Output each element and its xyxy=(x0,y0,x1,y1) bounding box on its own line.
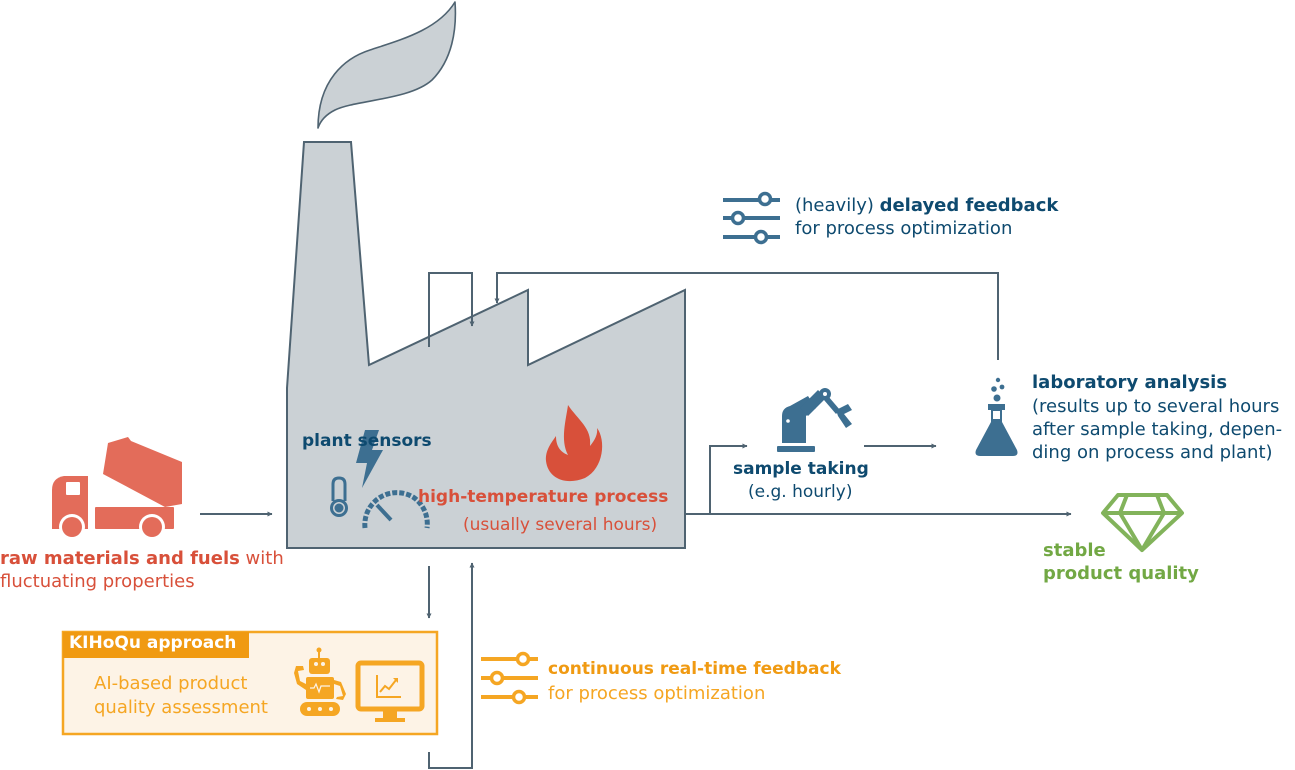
thermometer-icon xyxy=(330,476,348,517)
flame-icon xyxy=(545,405,603,482)
laboratory-title: laboratory analysis xyxy=(1032,372,1228,393)
sample-taking-subtitle: (e.g. hourly) xyxy=(748,482,853,502)
lightning-icon xyxy=(356,430,383,488)
dump-truck-icon xyxy=(52,437,182,540)
kihoqu-header: KIHoQu approach xyxy=(69,633,237,653)
sample-taking-title: sample taking xyxy=(733,459,869,479)
raw-materials-bold: raw materials and fuels xyxy=(0,548,240,569)
process-title: high-temperature process xyxy=(418,487,669,507)
raw-materials-rest: with xyxy=(239,548,284,569)
gauge-icon xyxy=(362,490,430,529)
realtime-feedback-line xyxy=(428,562,475,769)
raw-materials-label: raw materials and fuels with xyxy=(0,548,284,569)
sliders-icon xyxy=(481,651,538,705)
internal-feedback-line xyxy=(428,272,475,347)
laboratory-line: (results up to several hours xyxy=(1032,396,1280,417)
flask-icon xyxy=(975,377,1018,456)
laboratory-line: ding on process and plant) xyxy=(1032,442,1273,463)
realtime-feedback-line2: for process optimization xyxy=(548,683,766,704)
process-subtitle: (usually several hours) xyxy=(463,515,658,535)
raw-materials-line2: fluctuating properties xyxy=(0,571,195,592)
delayed-feedback-prefix: (heavily) xyxy=(795,195,880,216)
delayed-feedback-label: (heavily) delayed feedback xyxy=(795,195,1058,216)
kihoqu-header-bg xyxy=(63,632,249,658)
delayed-feedback-line2: for process optimization xyxy=(795,218,1013,239)
kihoqu-line1: AI-based product xyxy=(94,673,248,694)
plant-sensors-label: plant sensors xyxy=(302,431,432,451)
smoke-icon xyxy=(317,1,457,129)
laboratory-line: after sample taking, depen- xyxy=(1032,419,1283,440)
diamond-icon xyxy=(1101,493,1184,552)
quality-line2: product quality xyxy=(1043,563,1199,584)
robot-icon xyxy=(294,647,346,716)
delayed-feedback-line xyxy=(494,272,999,360)
monitor-chart-icon xyxy=(355,660,425,722)
delayed-feedback-bold: delayed feedback xyxy=(879,195,1059,216)
sample-branch-arrow xyxy=(709,443,748,514)
kihoqu-line2: quality assessment xyxy=(94,697,268,718)
sliders-icon xyxy=(723,191,780,245)
robot-arm-icon xyxy=(777,388,852,452)
realtime-feedback-title: continuous real-time feedback xyxy=(548,659,841,679)
quality-line1: stable xyxy=(1043,540,1106,561)
